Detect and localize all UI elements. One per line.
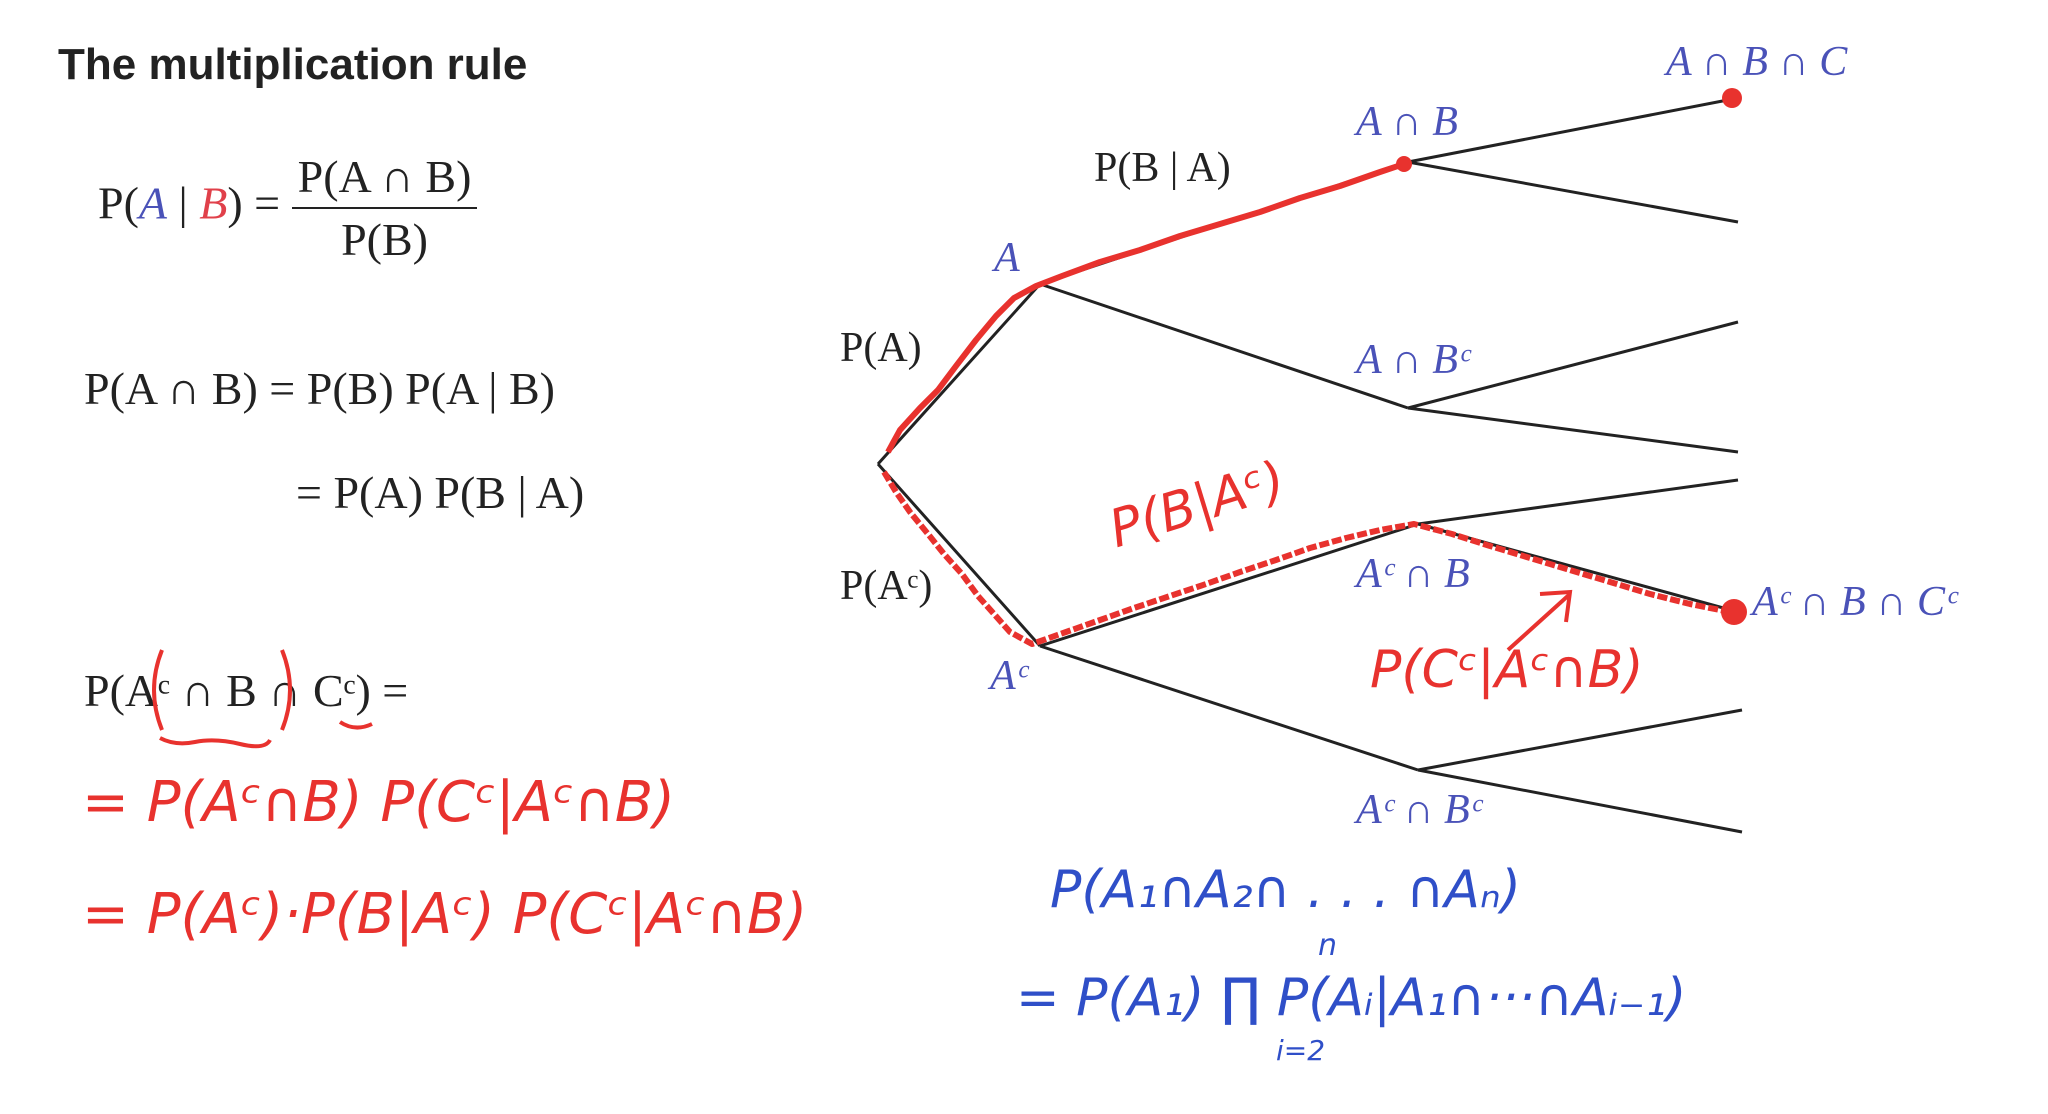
handwritten-red-line-1: = P(Aᶜ∩B) P(Cᶜ|Aᶜ∩B): [82, 770, 676, 835]
branch-AcB-C: [1417, 478, 1739, 526]
cond-lhs-A: A: [138, 177, 168, 229]
branch-root-A: [876, 282, 1042, 466]
tree-label-Ac: Aᶜ: [990, 653, 1027, 699]
tree-label-AcB: Aᶜ ∩ B: [1356, 551, 1470, 597]
tree-label-AcBc: Aᶜ ∩ Bᶜ: [1356, 787, 1481, 833]
tree-label-PA: P(A): [840, 325, 922, 371]
conditional-formula: P(A | B) = P(A ∩ B) P(B): [98, 150, 478, 266]
tree-label-AcBCc: Aᶜ ∩ B ∩ Cᶜ: [1752, 579, 1957, 625]
branch-Ac-B: [1039, 522, 1419, 648]
fraction-numerator: P(A ∩ B): [291, 150, 478, 209]
bracket-left: [152, 649, 164, 731]
product-lower-limit: i=2: [1276, 1034, 1326, 1067]
branch-ABc-C: [1407, 320, 1739, 410]
annotation-arrow-shaft: [1506, 592, 1572, 652]
tree-label-ABC: A ∩ B ∩ C: [1666, 39, 1848, 85]
handwritten-blue-line-1: P(A₁∩A₂∩ . . . ∩Aₙ): [1050, 860, 1521, 920]
branch-AB-Cc: [1407, 160, 1739, 224]
cond-lhs-B: B: [199, 177, 228, 229]
branch-ABc-Cc: [1407, 406, 1739, 454]
annotation-arrow-head: [1539, 589, 1573, 623]
branch-Ac-Bc: [1039, 644, 1419, 772]
branch-A-Bc: [1039, 282, 1409, 410]
branch-AB-C: [1407, 96, 1739, 164]
branch-AcBc-C: [1417, 708, 1743, 772]
bracket-right: [280, 649, 292, 731]
triple-intersection-formula: P(Aᶜ ∩ B ∩ Cᶜ) =: [84, 665, 409, 716]
tree-label-A: A: [994, 235, 1020, 281]
product-upper-limit: n: [1318, 928, 1338, 963]
multiplication-line-1: P(A ∩ B) = P(B) P(A | B): [84, 363, 555, 414]
underline-AcB: [159, 736, 272, 749]
fraction-denominator: P(B): [341, 214, 428, 265]
handwritten-leaf-label: P(Cᶜ|Aᶜ∩B): [1370, 640, 1644, 700]
conditional-fraction: P(A ∩ B) P(B): [291, 150, 478, 266]
node-ABC-dot: [1722, 88, 1742, 108]
handwritten-red-line-2: = P(Aᶜ)·P(B|Aᶜ) P(Cᶜ|Aᶜ∩B): [82, 882, 808, 947]
handwritten-blue-line-2: = P(A₁) ∏ P(Aᵢ|A₁∩···∩Aᵢ₋₁): [1016, 968, 1687, 1028]
branch-AcBc-Cc: [1417, 768, 1743, 834]
slide-title: The multiplication rule: [58, 40, 528, 89]
node-AB-dot: [1396, 156, 1412, 172]
tree-label-ABc: A ∩ Bᶜ: [1356, 337, 1469, 383]
underline-Cc: [338, 720, 373, 730]
highlight-path-ABC: [885, 161, 1405, 454]
node-AcBCc-dot: [1721, 599, 1747, 625]
branch-root-Ac: [876, 463, 1042, 647]
multiplication-line-2: = P(A) P(B | A): [296, 467, 585, 518]
cond-lhs-close: ) =: [227, 177, 281, 229]
tree-label-AB: A ∩ B: [1356, 99, 1458, 145]
cond-lhs-P: P(: [98, 177, 139, 229]
cond-lhs-bar: |: [167, 177, 200, 229]
tree-label-PBgA: P(B | A): [1094, 145, 1231, 191]
tree-label-PAc: P(Aᶜ): [840, 563, 933, 609]
highlight-path-AcBCc: [881, 470, 1731, 647]
